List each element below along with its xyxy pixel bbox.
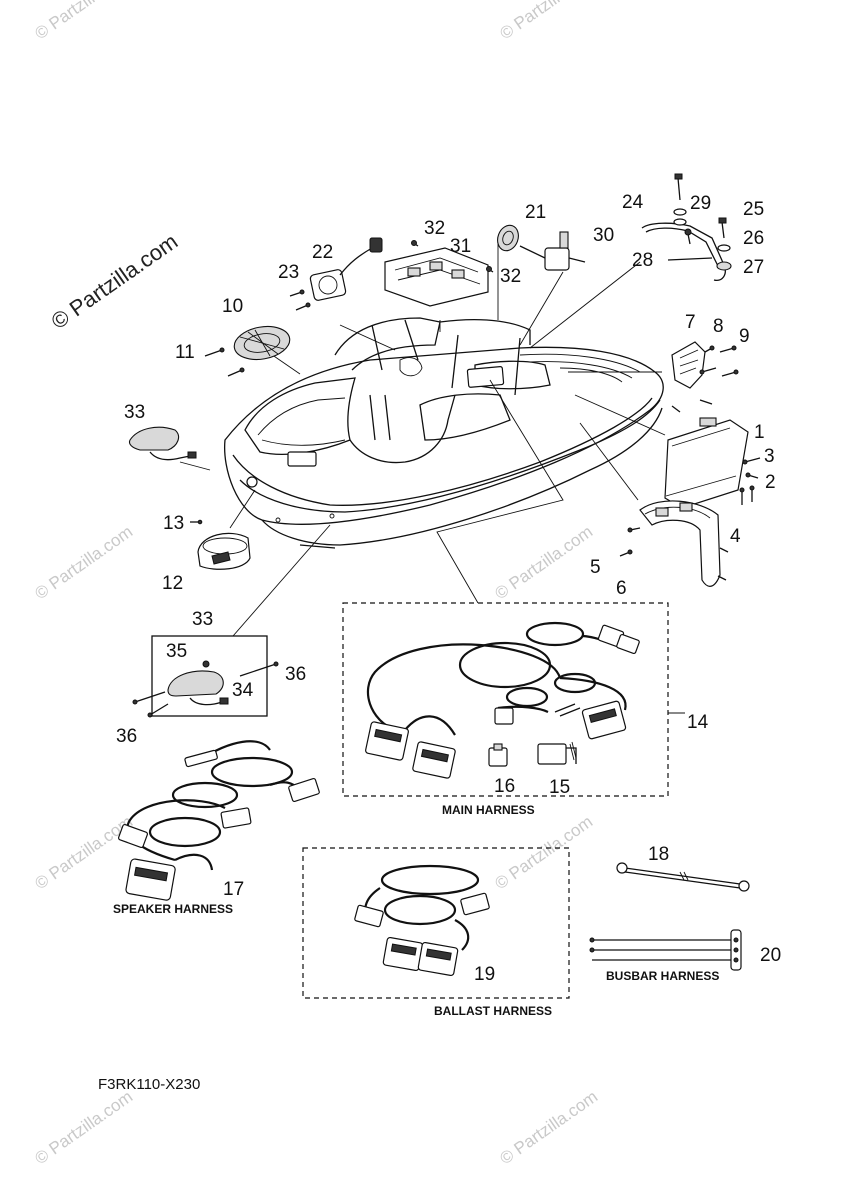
tower-light-24 (641, 222, 726, 281)
callout-1: 1 (754, 422, 765, 443)
callout-25: 25 (743, 199, 764, 220)
watermark: © Partzilla.com (496, 0, 601, 43)
watermark: © Partzilla.com (31, 812, 136, 893)
captions: MAIN HARNESS SPEAKER HARNESS BALLAST HAR… (98, 803, 719, 1093)
callout-27: 27 (743, 257, 764, 278)
speaker-10-part (233, 325, 291, 361)
panel-31-part (384, 247, 489, 307)
controller-7 (671, 341, 706, 389)
horn-12 (197, 532, 251, 570)
callout-18: 18 (648, 844, 669, 865)
main-harness-box (342, 602, 685, 797)
callout-5: 5 (590, 557, 601, 578)
callout-33: 33 (192, 609, 213, 630)
callout-7: 7 (685, 312, 696, 333)
speaker-22-part (309, 237, 383, 301)
busbar-20 (589, 929, 742, 971)
watermark: © Partzilla.com (491, 522, 596, 603)
callout-21: 21 (525, 202, 546, 223)
callouts: 1 2 3 4 5 6 7 8 9 10 11 12 13 14 15 16 1… (116, 192, 781, 985)
watermark-layer: © Partzilla.com © Partzilla.com © Partzi… (31, 0, 601, 1168)
callout-14: 14 (687, 712, 709, 733)
callout-23: 23 (278, 262, 299, 283)
watermark: © Partzilla.com (496, 1087, 601, 1168)
speaker-harness-caption: SPEAKER HARNESS (113, 902, 233, 916)
callout-31: 31 (450, 236, 471, 257)
callout-32: 32 (424, 218, 445, 239)
callout-30: 30 (593, 225, 614, 246)
callout-9: 9 (739, 326, 750, 347)
boat-hull (223, 317, 664, 549)
battery-cable-18 (616, 862, 750, 892)
watermark: © Partzilla.com (31, 1087, 136, 1168)
callout-24: 24 (622, 192, 644, 213)
callout-32: 32 (500, 266, 521, 287)
callout-36: 36 (285, 664, 306, 685)
callout-34: 34 (232, 680, 254, 701)
speaker-harness (118, 740, 320, 901)
busbar-harness-caption: BUSBAR HARNESS (606, 969, 719, 983)
screws-32 (411, 240, 494, 273)
callout-19: 19 (474, 964, 495, 985)
callout-6: 6 (616, 578, 627, 599)
callout-17: 17 (223, 879, 244, 900)
grommet-21 (497, 224, 519, 252)
callout-2: 2 (765, 472, 776, 493)
connector-30 (519, 231, 586, 271)
callout-29: 29 (690, 193, 711, 214)
watermark: © Partzilla.com (31, 522, 136, 603)
watermark: © Partzilla.com (31, 0, 136, 43)
screws-23 (289, 289, 311, 311)
ballast-harness-caption: BALLAST HARNESS (434, 1004, 552, 1018)
callout-20: 20 (760, 945, 781, 966)
bolts-25-29 (673, 173, 732, 271)
main-harness-caption: MAIN HARNESS (442, 803, 535, 817)
diagram-code: F3RK110-X230 (98, 1076, 200, 1093)
callout-28: 28 (632, 250, 653, 271)
screws-2-3 (739, 457, 761, 505)
callout-16: 16 (494, 776, 515, 797)
ballast-harness-box (302, 847, 570, 999)
callout-33: 33 (124, 402, 145, 423)
callout-8: 8 (713, 316, 724, 337)
watermark-main: © Partzilla.com (47, 229, 183, 335)
callout-12: 12 (162, 573, 183, 594)
callout-22: 22 (312, 242, 333, 263)
callout-36: 36 (116, 726, 137, 747)
control-box-1 (664, 417, 749, 509)
callout-10: 10 (222, 296, 243, 317)
callout-26: 26 (743, 228, 764, 249)
callout-4: 4 (730, 526, 741, 547)
watermark: © Partzilla.com (491, 812, 596, 893)
screw-13 (190, 519, 203, 525)
screws-8-9 (671, 345, 739, 413)
callout-3: 3 (764, 446, 775, 467)
callout-15: 15 (549, 777, 570, 798)
light-kit-box (132, 635, 279, 718)
leader-lines (179, 240, 666, 637)
screws-5-6 (619, 527, 729, 581)
bracket-4 (639, 500, 721, 587)
callout-13: 13 (163, 513, 184, 534)
courtesy-light-33 (128, 426, 197, 461)
callout-35: 35 (166, 641, 187, 662)
callout-11: 11 (175, 342, 195, 363)
screws-11 (204, 347, 245, 377)
